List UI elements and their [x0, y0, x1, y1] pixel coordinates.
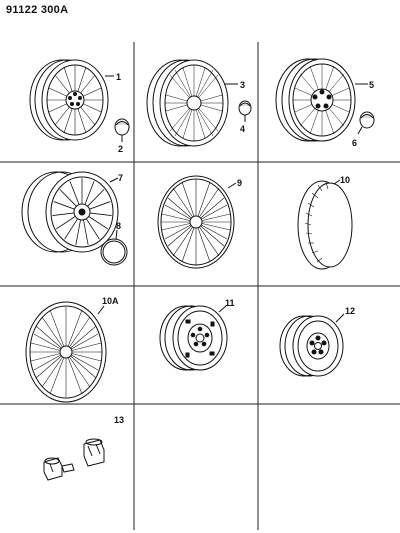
wheel-3-icon: [146, 59, 238, 147]
callout-7: 7: [118, 173, 123, 183]
callout-13: 13: [114, 415, 124, 425]
wheel-5-icon: [275, 58, 368, 142]
center-cap-2-icon: [114, 118, 130, 142]
wheel-12-icon: [279, 313, 345, 377]
callout-6: 6: [352, 138, 357, 148]
wheel-11-icon: [159, 305, 228, 371]
center-cap-6-icon: [357, 111, 375, 135]
callout-5: 5: [369, 80, 374, 90]
wheel-9-icon: [157, 175, 237, 269]
wheel-7-icon: [21, 171, 119, 253]
wheel-cover-10-icon: [297, 179, 353, 270]
callout-2: 2: [118, 144, 123, 154]
lug-nut-icon: [43, 438, 105, 481]
callout-11: 11: [225, 298, 235, 308]
callout-10: 10: [340, 175, 350, 185]
grid-lines: [0, 42, 400, 530]
callout-9: 9: [237, 178, 242, 188]
callout-3: 3: [240, 80, 245, 90]
callout-8: 8: [116, 221, 121, 231]
wheel-10a-icon: [25, 301, 107, 403]
callout-12: 12: [345, 306, 355, 316]
hubcap-8-icon: [100, 229, 128, 266]
center-cap-4-icon: [238, 100, 252, 122]
callout-4: 4: [240, 124, 245, 134]
callout-10a: 10A: [102, 296, 119, 306]
diagram-code: 91122 300A: [6, 4, 69, 16]
callout-1: 1: [116, 72, 121, 82]
wheel-1-icon: [29, 59, 114, 141]
